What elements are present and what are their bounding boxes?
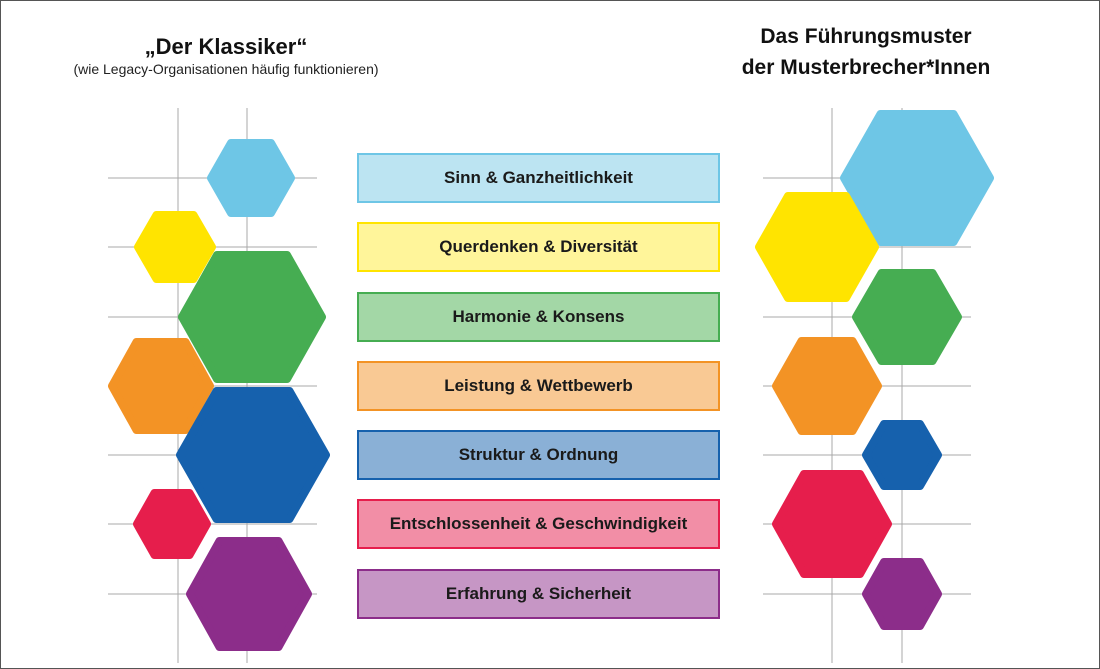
category-label: Sinn & Ganzheitlichkeit <box>444 168 633 187</box>
left-hexagon <box>108 338 214 434</box>
category-label: Harmonie & Konsens <box>452 307 625 326</box>
category-bar: Leistung & Wettbewerb <box>357 361 720 411</box>
left-hexagon <box>186 537 312 651</box>
category-bar: Querdenken & Diversität <box>357 222 720 272</box>
right-hexagon <box>852 269 962 365</box>
right-hexagon <box>862 558 942 630</box>
left-hexagon <box>134 211 216 283</box>
category-bar: Struktur & Ordnung <box>357 430 720 480</box>
right-hexagon <box>772 337 882 435</box>
category-label: Struktur & Ordnung <box>458 445 619 464</box>
left-title: „Der Klassiker“ <box>144 34 308 59</box>
category-bar: Erfahrung & Sicherheit <box>357 569 720 619</box>
category-bar: Entschlossenheit & Geschwindigkeit <box>357 499 720 549</box>
right-title-line2: der Musterbrecher*Innen <box>741 56 991 79</box>
category-label: Querdenken & Diversität <box>439 237 638 256</box>
right-hexagon <box>840 110 994 246</box>
right-hexagon <box>755 192 879 302</box>
category-label: Entschlossenheit & Geschwindigkeit <box>389 514 688 533</box>
category-label: Erfahrung & Sicherheit <box>445 584 632 603</box>
left-hexagon <box>178 251 326 383</box>
left-hexagon <box>133 489 211 559</box>
left-hexagon <box>176 387 330 523</box>
left-subtitle: (wie Legacy-Organisationen häufig funkti… <box>73 61 379 77</box>
right-title: Das Führungsmuster der Musterbrecher*Inn… <box>691 21 1041 83</box>
category-bar: Sinn & Ganzheitlichkeit <box>357 153 720 203</box>
category-bar: Harmonie & Konsens <box>357 292 720 342</box>
right-title-line1: Das Führungsmuster <box>760 25 972 48</box>
category-label: Leistung & Wettbewerb <box>444 376 633 395</box>
left-hexagon <box>207 139 295 217</box>
right-hexagon <box>862 420 942 490</box>
right-hexagon <box>772 470 892 578</box>
